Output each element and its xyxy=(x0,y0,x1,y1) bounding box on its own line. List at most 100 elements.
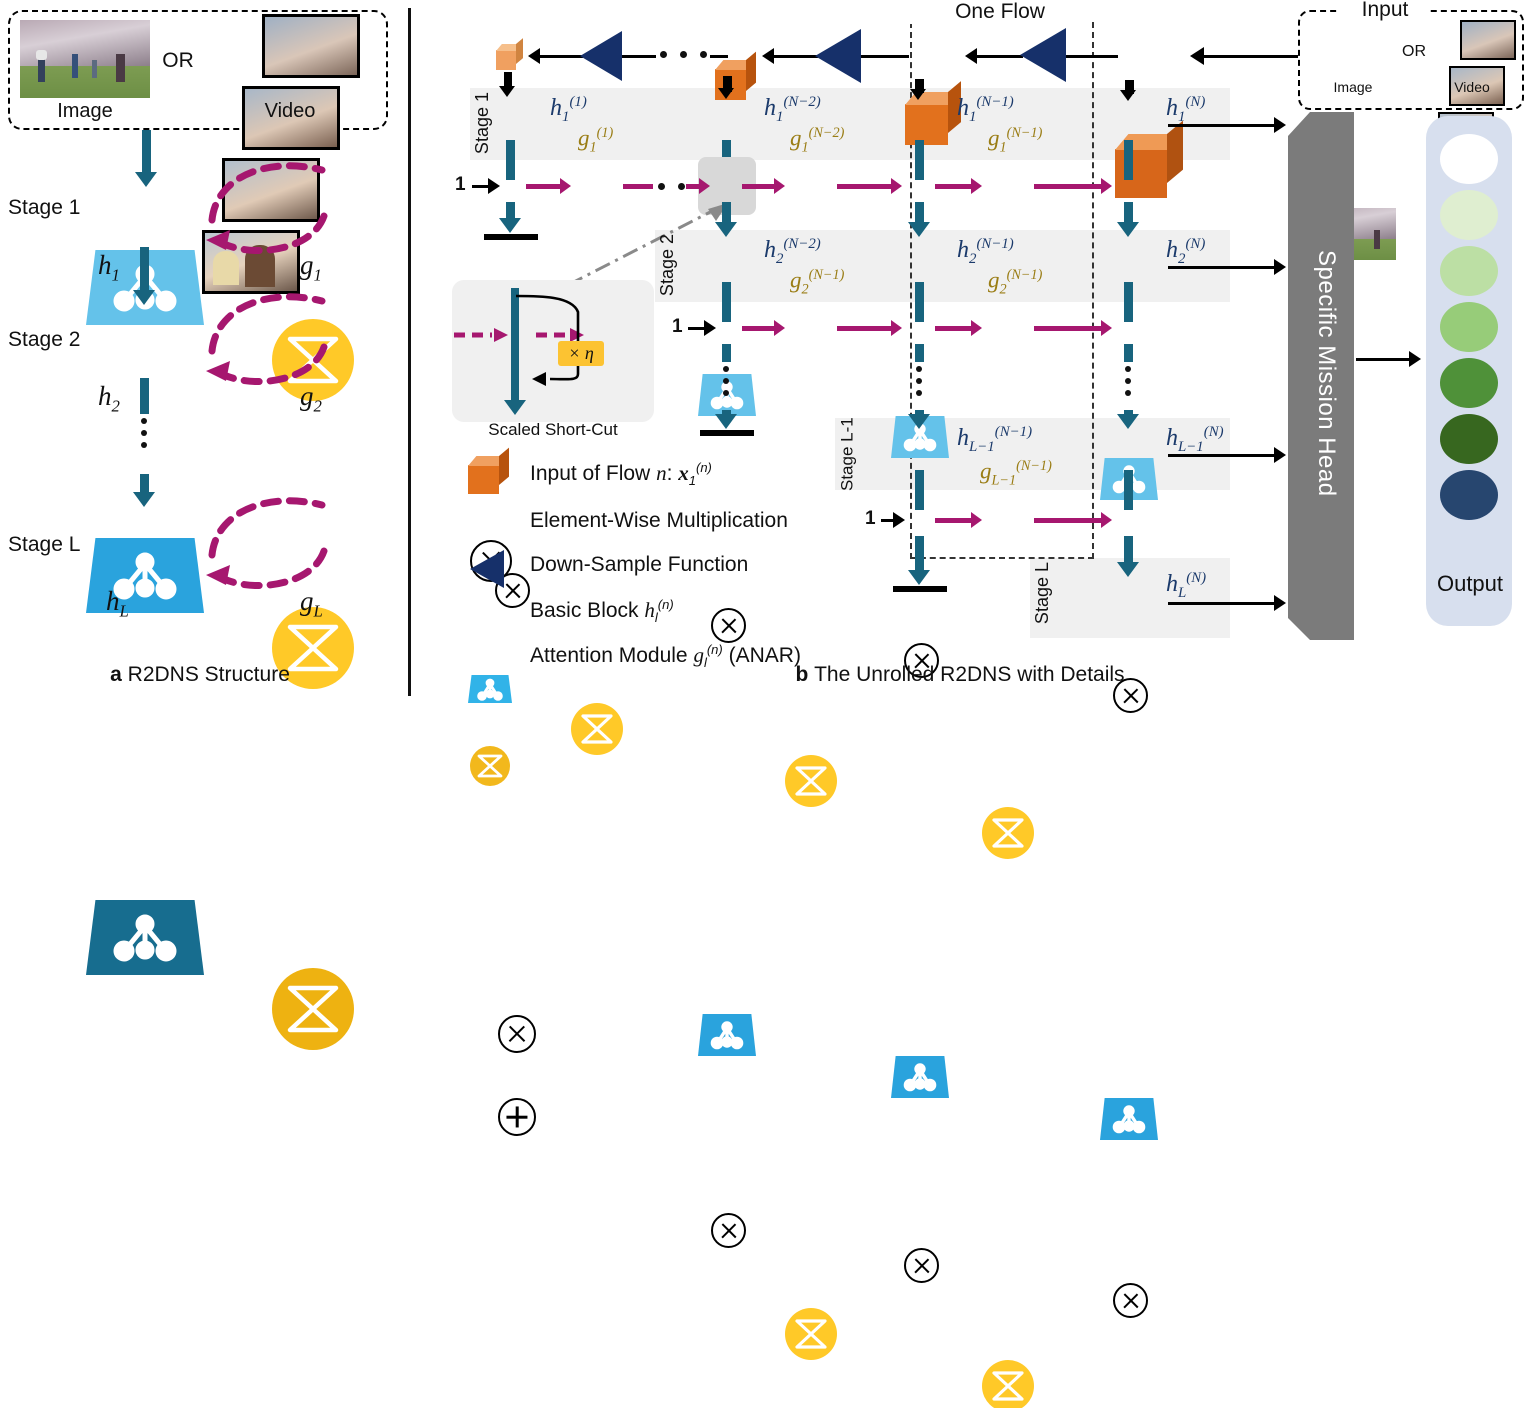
panel-a-h-label-0: h1 xyxy=(98,250,120,285)
h-base: h xyxy=(957,95,969,121)
panel-a-h-arrow-0 xyxy=(133,290,155,305)
stage-row-label-1: Stage 1 xyxy=(472,92,492,155)
g-label-s1-c2: g1(N−2) xyxy=(790,125,844,156)
h-base: h xyxy=(764,237,776,263)
panel-a-recurrent-arc-1 xyxy=(208,293,326,355)
stage-row-label-L: Stage L xyxy=(1032,562,1052,625)
panel-a-input-arrow-head xyxy=(135,172,157,187)
magenta-head-s1-6 xyxy=(1101,178,1112,194)
g-base-2: g xyxy=(300,586,314,616)
teal-arrow-mid-c4 xyxy=(1117,414,1139,429)
h-label-sL-c4: hL(N) xyxy=(1166,570,1206,602)
constant-one-sL1: 1 xyxy=(865,508,876,529)
h-sup: (N−1) xyxy=(976,236,1014,252)
legend: Input of Flow n: x1(n) Element-Wise Mult… xyxy=(450,447,890,786)
g-sub: 2 xyxy=(999,281,1007,298)
magenta-line-s2-1 xyxy=(742,326,776,331)
g-sub-0: 1 xyxy=(313,265,322,285)
attention-s2-c2 xyxy=(785,1308,837,1360)
basic-block-glyph xyxy=(113,914,177,962)
stageL-to-head-head xyxy=(1274,595,1286,611)
one-arrow-line-s2 xyxy=(688,327,706,330)
basic-block-s2-c4 xyxy=(1100,1098,1158,1140)
teal-bar-end-c1 xyxy=(506,202,515,222)
h-sub: L−1 xyxy=(969,438,995,455)
panel-b-caption: b The Unrolled R2DNS with Details xyxy=(610,660,1310,690)
panel-a-g-label-0: g1 xyxy=(300,250,322,285)
cube-to-block-arrowhead-2 xyxy=(718,88,734,99)
downsample-arrow-head-3 xyxy=(965,48,977,64)
h-sup: (1) xyxy=(569,94,587,110)
g-base: g xyxy=(988,125,1000,151)
one-arrow-head-s2 xyxy=(704,320,716,336)
panel-a-stage-label-2: Stage L xyxy=(8,533,81,556)
magenta-head-s1-3 xyxy=(774,178,785,194)
g-sub: 2 xyxy=(801,281,809,298)
magenta-line-sL1-2 xyxy=(1034,518,1104,523)
g-base-0: g xyxy=(300,250,314,280)
attention-glyph xyxy=(287,624,339,672)
h-base-1: h xyxy=(98,381,112,411)
stage-band-2 xyxy=(655,230,1230,302)
basic-block-glyph xyxy=(113,552,177,600)
output-dot-0 xyxy=(1440,134,1498,184)
teal-bar-sL1-c4 xyxy=(1124,470,1133,510)
input-cube-flow-1 xyxy=(496,38,524,70)
h-sup: (N−2) xyxy=(783,236,821,252)
downsample-arrow-line-6 xyxy=(973,55,1023,58)
vertical-ellipsis-c3 xyxy=(916,366,922,396)
downsample-arrow-line-3 xyxy=(710,55,728,58)
panel-a-attention-2 xyxy=(272,968,354,1050)
h-sup: (N) xyxy=(1185,94,1206,110)
h-sub: L xyxy=(1178,584,1187,601)
magenta-line-s2-3 xyxy=(935,326,973,331)
h-base: h xyxy=(957,425,969,451)
panel-a-h-arrow-pre-L xyxy=(133,492,155,507)
panel-a-video-label: Video xyxy=(264,99,316,122)
downsample-arrow-line-2 xyxy=(622,55,656,58)
shortcut-bypass-path xyxy=(515,294,580,386)
teal-bar-sL1-c3 xyxy=(915,470,924,510)
panel-b-or-label: OR xyxy=(1402,43,1426,60)
h-label-s1-c3: h1(N−1) xyxy=(957,94,1014,126)
panel-a-video-thumbnail xyxy=(200,14,370,294)
magenta-line-s2-2 xyxy=(837,326,893,331)
teal-arrow-s1-s2-c2 xyxy=(715,222,737,237)
shortcut-multiply-icon xyxy=(498,1015,536,1053)
panel-a-input-box xyxy=(8,10,388,130)
legend-label-0: Input of Flow n: x1(n) xyxy=(530,460,712,488)
teal-bar-mid-c3 xyxy=(915,344,924,362)
legend-text-after-4: (ANAR) xyxy=(722,644,801,667)
teal-bar-s1-c1 xyxy=(506,140,515,180)
legend-symbol-4: g xyxy=(693,643,704,667)
cube-to-block-arrowhead-1 xyxy=(499,86,515,97)
down-sample-triangle-3 xyxy=(1020,28,1066,82)
panel-b-video-thumbnail xyxy=(1426,20,1518,198)
output-dot-3 xyxy=(1440,302,1498,352)
legend-attention-module-icon xyxy=(470,746,510,786)
g-base-1: g xyxy=(300,381,314,411)
panel-a-h-label-2: hL xyxy=(106,586,129,621)
basic-block-s2-c2 xyxy=(698,1014,756,1056)
magenta-line-s1-2 xyxy=(623,184,653,189)
teal-arrow-sL-c4 xyxy=(1117,562,1139,577)
ground-bar-c3 xyxy=(893,586,947,592)
legend-sub-3: l xyxy=(654,610,658,626)
h-base: h xyxy=(550,95,562,121)
h-sub: 1 xyxy=(562,108,570,125)
magenta-line-s1-6 xyxy=(935,184,973,189)
teal-bar-s2-c3 xyxy=(915,282,924,322)
g-label-s1-c1: g1(1) xyxy=(578,125,613,156)
cube-to-block-arrow-3 xyxy=(915,79,924,93)
legend-symbol-0: x xyxy=(678,461,689,485)
downsample-arrow-line-4 xyxy=(770,55,818,58)
legend-sup-0: (n) xyxy=(695,460,712,475)
attention-s1-c2 xyxy=(785,755,837,807)
panel-b-image-label: Image xyxy=(1333,79,1373,95)
downsample-arrow-line-7 xyxy=(1066,55,1118,58)
multiply-s2-c4 xyxy=(1113,1283,1148,1318)
magenta-head-s2-1 xyxy=(774,320,785,336)
g-sub: 1 xyxy=(801,139,809,156)
h-sup: (N−2) xyxy=(783,94,821,110)
scaled-shortcut-inset xyxy=(452,280,654,422)
